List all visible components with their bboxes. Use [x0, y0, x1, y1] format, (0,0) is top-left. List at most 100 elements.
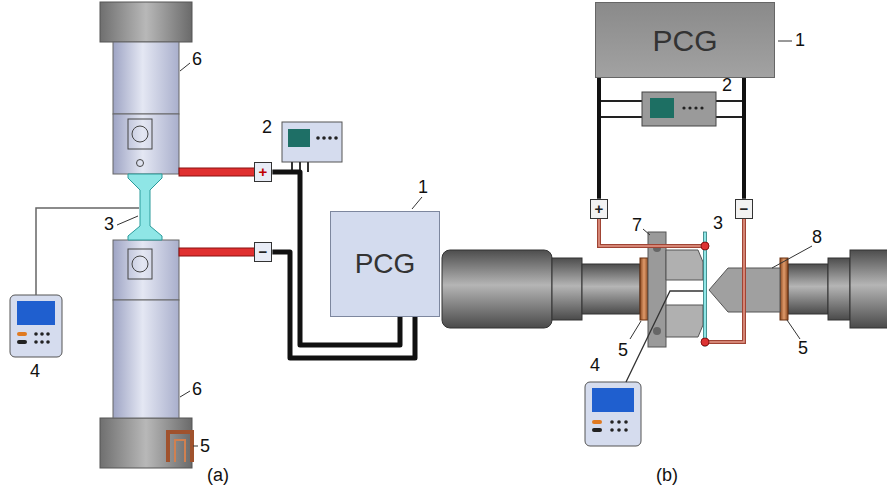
handheld-meter	[610, 420, 614, 424]
red-lead	[179, 168, 255, 176]
copper-wire	[709, 218, 744, 342]
grip-cylinder	[132, 126, 148, 142]
multimeter	[682, 106, 685, 109]
handheld-meter	[17, 301, 55, 325]
callout-number: 2	[722, 76, 732, 96]
callout-number: 1	[795, 31, 805, 51]
loading-rod	[552, 258, 582, 320]
multimeter	[334, 136, 338, 140]
node-text: PCG	[652, 24, 717, 57]
handheld-meter	[17, 340, 27, 344]
handheld-meter	[592, 420, 602, 424]
leader-line	[412, 197, 422, 209]
multimeter	[700, 106, 703, 109]
handheld-meter	[34, 332, 38, 336]
multimeter	[322, 136, 326, 140]
copper-wire	[599, 218, 701, 246]
loading-rod	[850, 250, 887, 328]
multimeter	[599, 92, 744, 126]
callout-number: 1	[418, 178, 428, 198]
sensor-wire	[626, 291, 703, 382]
machine-cap	[100, 2, 192, 468]
node-text: −	[259, 244, 268, 261]
leader-line	[772, 246, 812, 268]
red-lead	[179, 168, 255, 256]
leader-line	[180, 63, 190, 71]
copper-ring	[640, 258, 648, 320]
multimeter	[694, 106, 697, 109]
grip-cylinder	[113, 240, 179, 300]
fork-grip	[666, 250, 703, 280]
panel-label: (b)	[656, 466, 678, 486]
callout-number: 8	[812, 228, 822, 248]
handheld-meter	[617, 428, 621, 432]
copper-ring	[780, 258, 788, 320]
generator-box: PCG	[595, 2, 775, 78]
grip-cylinder	[128, 249, 152, 279]
handheld-meter	[592, 428, 602, 432]
handheld-meter	[40, 332, 44, 336]
sensor-wire	[36, 208, 139, 295]
copper-wire	[701, 338, 709, 346]
callout-number: 2	[262, 118, 272, 138]
loading-rod	[788, 264, 828, 314]
specimen	[128, 174, 162, 240]
handheld-meter	[34, 340, 38, 344]
leader-line	[630, 41, 812, 339]
grip-cylinder	[113, 114, 179, 174]
grip-cylinder	[137, 160, 144, 167]
handheld-meter	[610, 428, 614, 432]
terminal-box: −	[254, 242, 273, 263]
fork-grip	[648, 232, 703, 347]
callout-number: 5	[618, 341, 628, 361]
specimen	[128, 174, 162, 240]
node-text: +	[259, 164, 268, 181]
handheld-meter	[624, 428, 628, 432]
multimeter	[282, 122, 342, 162]
handheld-meter	[624, 420, 628, 424]
callout-number: 4	[590, 356, 600, 376]
panel-label: (a)	[207, 466, 229, 486]
callout-number: 5	[798, 339, 808, 359]
handheld-meter	[585, 382, 641, 446]
fork-grip	[666, 305, 703, 337]
leader-line	[778, 41, 792, 42]
leader-line	[193, 446, 198, 447]
copper-wire	[709, 218, 744, 342]
terminal-box: −	[735, 199, 754, 220]
multimeter	[650, 98, 674, 118]
multimeter	[282, 122, 342, 172]
copper-wire	[599, 218, 701, 246]
grip-cylinder	[128, 119, 152, 149]
copper-wire	[701, 242, 709, 250]
node-text: PCG	[355, 249, 416, 280]
cable	[597, 78, 601, 199]
machine-cap	[100, 418, 192, 468]
loading-rod	[582, 264, 640, 314]
terminal-box: +	[254, 162, 273, 183]
grip-cylinder	[113, 42, 179, 418]
copper-bracket	[168, 432, 192, 462]
callout-number: 5	[200, 437, 210, 457]
cable	[742, 78, 746, 199]
callout-number: 3	[104, 215, 114, 235]
multimeter	[288, 129, 310, 147]
multimeter	[688, 106, 691, 109]
callout-number: 7	[632, 216, 642, 236]
fork-grip	[653, 327, 661, 335]
handheld-meter	[617, 420, 621, 424]
leader-line	[180, 391, 190, 397]
leader-line	[787, 320, 800, 339]
multimeter	[316, 136, 320, 140]
handheld-meter	[10, 295, 62, 357]
callout-number: 3	[713, 214, 723, 234]
grip-cylinder	[113, 300, 179, 418]
leader-line	[630, 321, 641, 339]
handheld-meter	[40, 340, 44, 344]
copper-bracket	[168, 432, 192, 462]
handheld-meter	[46, 332, 50, 336]
terminal-box: +	[590, 199, 609, 220]
copper-bracket	[175, 440, 185, 462]
multimeter	[642, 92, 716, 126]
